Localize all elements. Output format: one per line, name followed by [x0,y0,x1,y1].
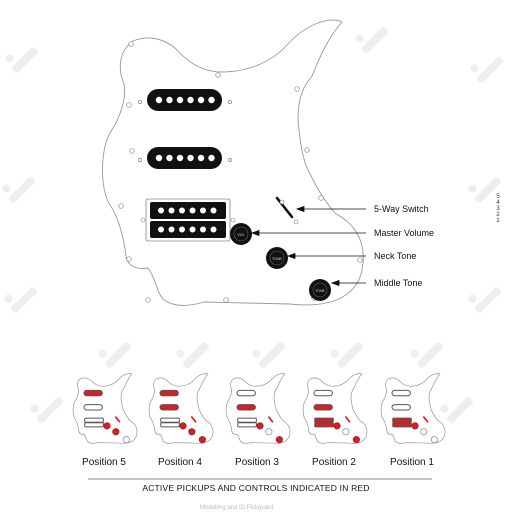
mini-humbucker-coil [392,417,412,423]
position-guard [302,373,368,444]
mini-middle-pickup [236,404,256,411]
mini-knob [420,428,428,436]
switch-num: 2 [496,212,500,218]
position-label: Position 2 [312,457,356,468]
mini-neck-pickup [159,389,179,397]
mini-neck-pickup [391,389,411,397]
mini-knob [103,422,111,430]
mini-neck-pickup [236,389,256,397]
switch-num: 3 [496,206,500,212]
watermark-mark [2,177,35,203]
svg-text:TONE: TONE [272,257,283,261]
bridge-humbucker [140,198,236,242]
five-way-switch [275,196,299,225]
position-label: Position 5 [82,457,126,468]
mini-knob [198,436,206,444]
neck-tone-label: Neck Tone [374,251,417,261]
mini-neck-pickup [83,389,103,397]
position-guard [380,373,446,444]
switch-label: 5-Way Switch [374,204,429,214]
position-diagrams [72,373,446,444]
middle-tone-label: Middle Tone [374,278,423,288]
mini-knob [122,436,130,444]
mini-middle-pickup [391,404,411,411]
mini-knob [430,436,438,444]
mini-knob [275,436,283,444]
mini-knob [188,428,196,436]
mini-humbucker-coil [160,422,180,428]
mini-knob [179,422,187,430]
neck-pole-pieces [155,96,215,104]
mini-knob [256,422,264,430]
mini-humbucker-coil [84,422,104,428]
footer-text: Modelling and ID Pickguard [200,505,274,511]
position-label: Position 1 [390,457,434,468]
watermark-mark [4,287,37,313]
mini-knob [411,422,419,430]
watermark-mark [98,342,131,368]
mini-knob [342,428,350,436]
mini-humbucker-coil [237,422,257,428]
watermark-mark [30,397,63,423]
mini-knob [352,436,360,444]
mini-humbucker-coil [237,417,257,423]
switch-num: 1 [496,218,500,224]
mini-knob [333,422,341,430]
middle-tone-knob: TONE [309,279,331,301]
watermark-mark [410,342,443,368]
mini-knob [112,428,120,436]
neck-tone-knob: TONE [266,247,288,269]
mini-neck-pickup [313,389,333,397]
mini-knob [265,428,273,436]
mini-humbucker-coil [392,422,412,428]
callout-arrows [250,205,366,287]
watermark-mark [330,342,363,368]
mini-switch [114,416,121,423]
watermark-mark [440,397,473,423]
mini-middle-pickup [313,404,333,411]
main-pickguard: VOL TONE TONE [102,19,364,306]
switch-num: 4 [496,200,500,206]
middle-pickup [147,147,222,169]
position-guard [225,373,291,444]
watermark-mark [252,342,285,368]
watermark-mark [355,27,388,53]
mini-middle-pickup [83,404,103,411]
mini-switch [422,416,429,423]
svg-text:VOL: VOL [237,233,244,237]
switch-position-numbers: 5 4 3 2 1 [493,194,503,224]
watermark-mark [5,47,38,73]
master-volume-knob: VOL [230,223,252,245]
mini-humbucker-coil [84,417,104,423]
watermark-mark [470,57,503,83]
position-label: Position 4 [158,457,202,468]
position-guard [72,373,138,444]
mini-switch [190,416,197,423]
position-guard [148,373,214,444]
mini-switch [267,416,274,423]
middle-pole-pieces [155,154,215,162]
mini-middle-pickup [159,404,179,411]
master-volume-label: Master Volume [374,228,435,238]
caption: ACTIVE PICKUPS AND CONTROLS INDICATED IN… [142,483,370,493]
position-label: Position 3 [235,457,279,468]
neck-pickup [147,89,222,111]
watermark-mark [468,287,501,313]
svg-text:TONE: TONE [315,289,326,293]
mini-humbucker-coil [314,422,334,428]
watermark-mark [468,177,501,203]
watermark-mark [176,342,209,368]
mini-switch [344,416,351,423]
watermark-logos [2,27,503,423]
mini-humbucker-coil [314,417,334,423]
switch-num: 5 [496,194,500,200]
mini-humbucker-coil [160,417,180,423]
